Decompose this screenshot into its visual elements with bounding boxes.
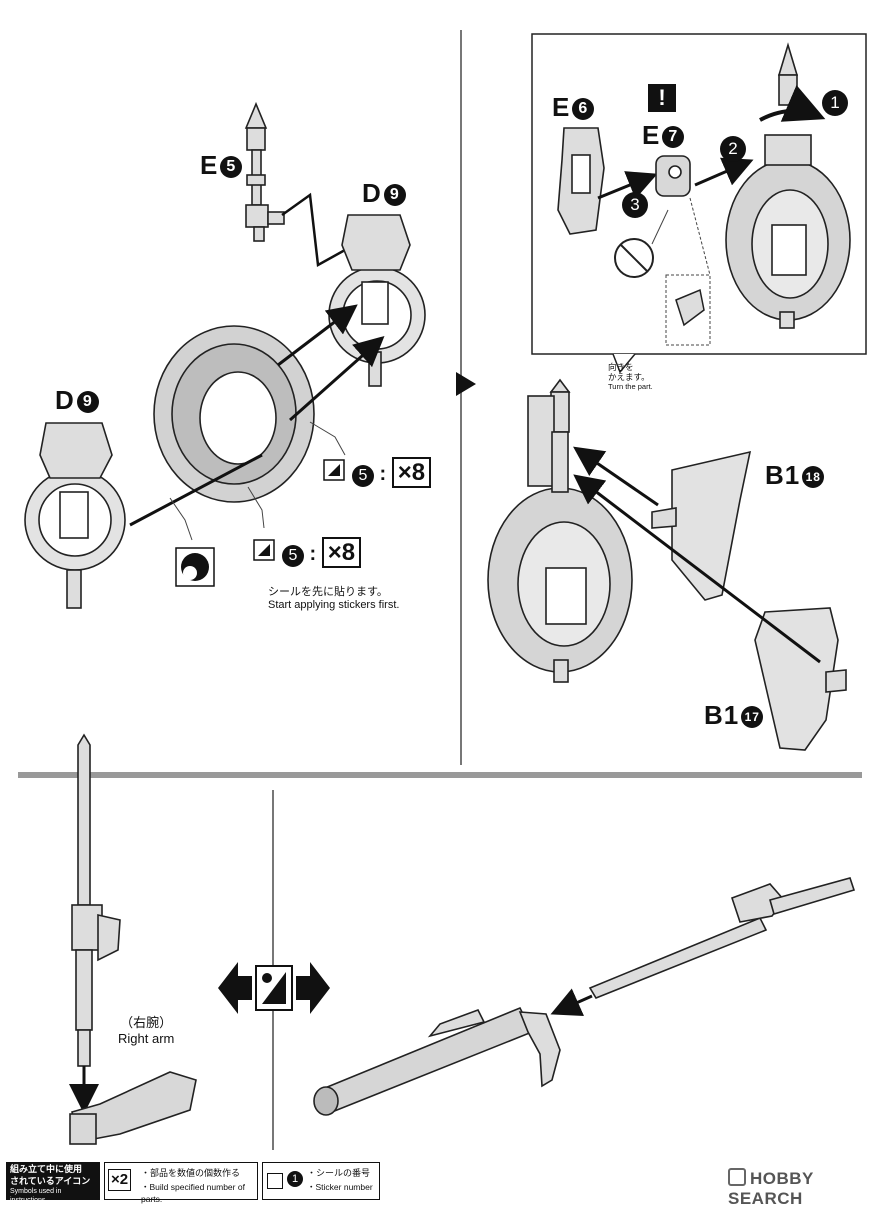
sticker-flag-icon-upper xyxy=(323,459,345,481)
part-e6 xyxy=(557,127,605,235)
part-rifle xyxy=(313,1006,561,1116)
legend-sticker-number: 1 ・シールの番号 ・Sticker number xyxy=(262,1162,380,1200)
proceed-arrow xyxy=(456,372,476,396)
sticker-count-lower: 5 : ×8 xyxy=(280,537,362,568)
watermark-hobby-search: HOBBY SEARCH xyxy=(728,1168,814,1208)
part-sword-horizontal xyxy=(588,877,856,999)
part-d9-frame-left xyxy=(24,422,126,609)
legend-build-count: ×2 ・部品を数値の個数作る ・Build specified number o… xyxy=(104,1162,258,1204)
reversible-icon xyxy=(218,962,330,1014)
part-d9-frame-top xyxy=(328,214,426,387)
step-1-badge: 1 xyxy=(822,90,848,116)
part-e7 xyxy=(655,155,691,197)
detail-inset-box xyxy=(531,33,867,355)
warning-icon: ! xyxy=(648,84,676,112)
horizontal-divider xyxy=(18,772,862,778)
legend-title: 組み立て中に使用 されているアイコン Symbols used in instr… xyxy=(6,1162,100,1204)
step-2-badge: 2 xyxy=(720,136,746,162)
note-turn-part: 向きを かえます。 Turn the part. xyxy=(608,362,653,391)
part-wheel-assembly xyxy=(487,378,633,683)
hobby-search-logo-icon xyxy=(728,1168,746,1186)
note-stickers-first: シールを先に貼ります。 Start applying stickers firs… xyxy=(268,586,400,611)
part-b1-18 xyxy=(651,450,752,601)
part-tire xyxy=(153,325,315,503)
part-sword-vertical xyxy=(71,733,121,1067)
legend-sticker-icon xyxy=(267,1173,283,1189)
step-3-badge: 3 xyxy=(622,192,648,218)
part-right-arm xyxy=(69,1071,197,1145)
prohibited-icon xyxy=(614,238,654,278)
part-e5-post xyxy=(244,101,285,242)
part-wheel-assembly-inset xyxy=(725,42,851,329)
note-right-arm: （右腕） Right arm xyxy=(118,1015,175,1046)
sticker-count-upper: 5 : ×8 xyxy=(350,457,432,488)
sticker-flag-icon-lower xyxy=(253,539,275,561)
legend-x2-icon: ×2 xyxy=(108,1169,132,1191)
part-b1-17 xyxy=(754,607,847,751)
sticker-circle-icon xyxy=(175,547,215,587)
symbols-legend: 組み立て中に使用 されているアイコン Symbols used in instr… xyxy=(0,1160,889,1204)
